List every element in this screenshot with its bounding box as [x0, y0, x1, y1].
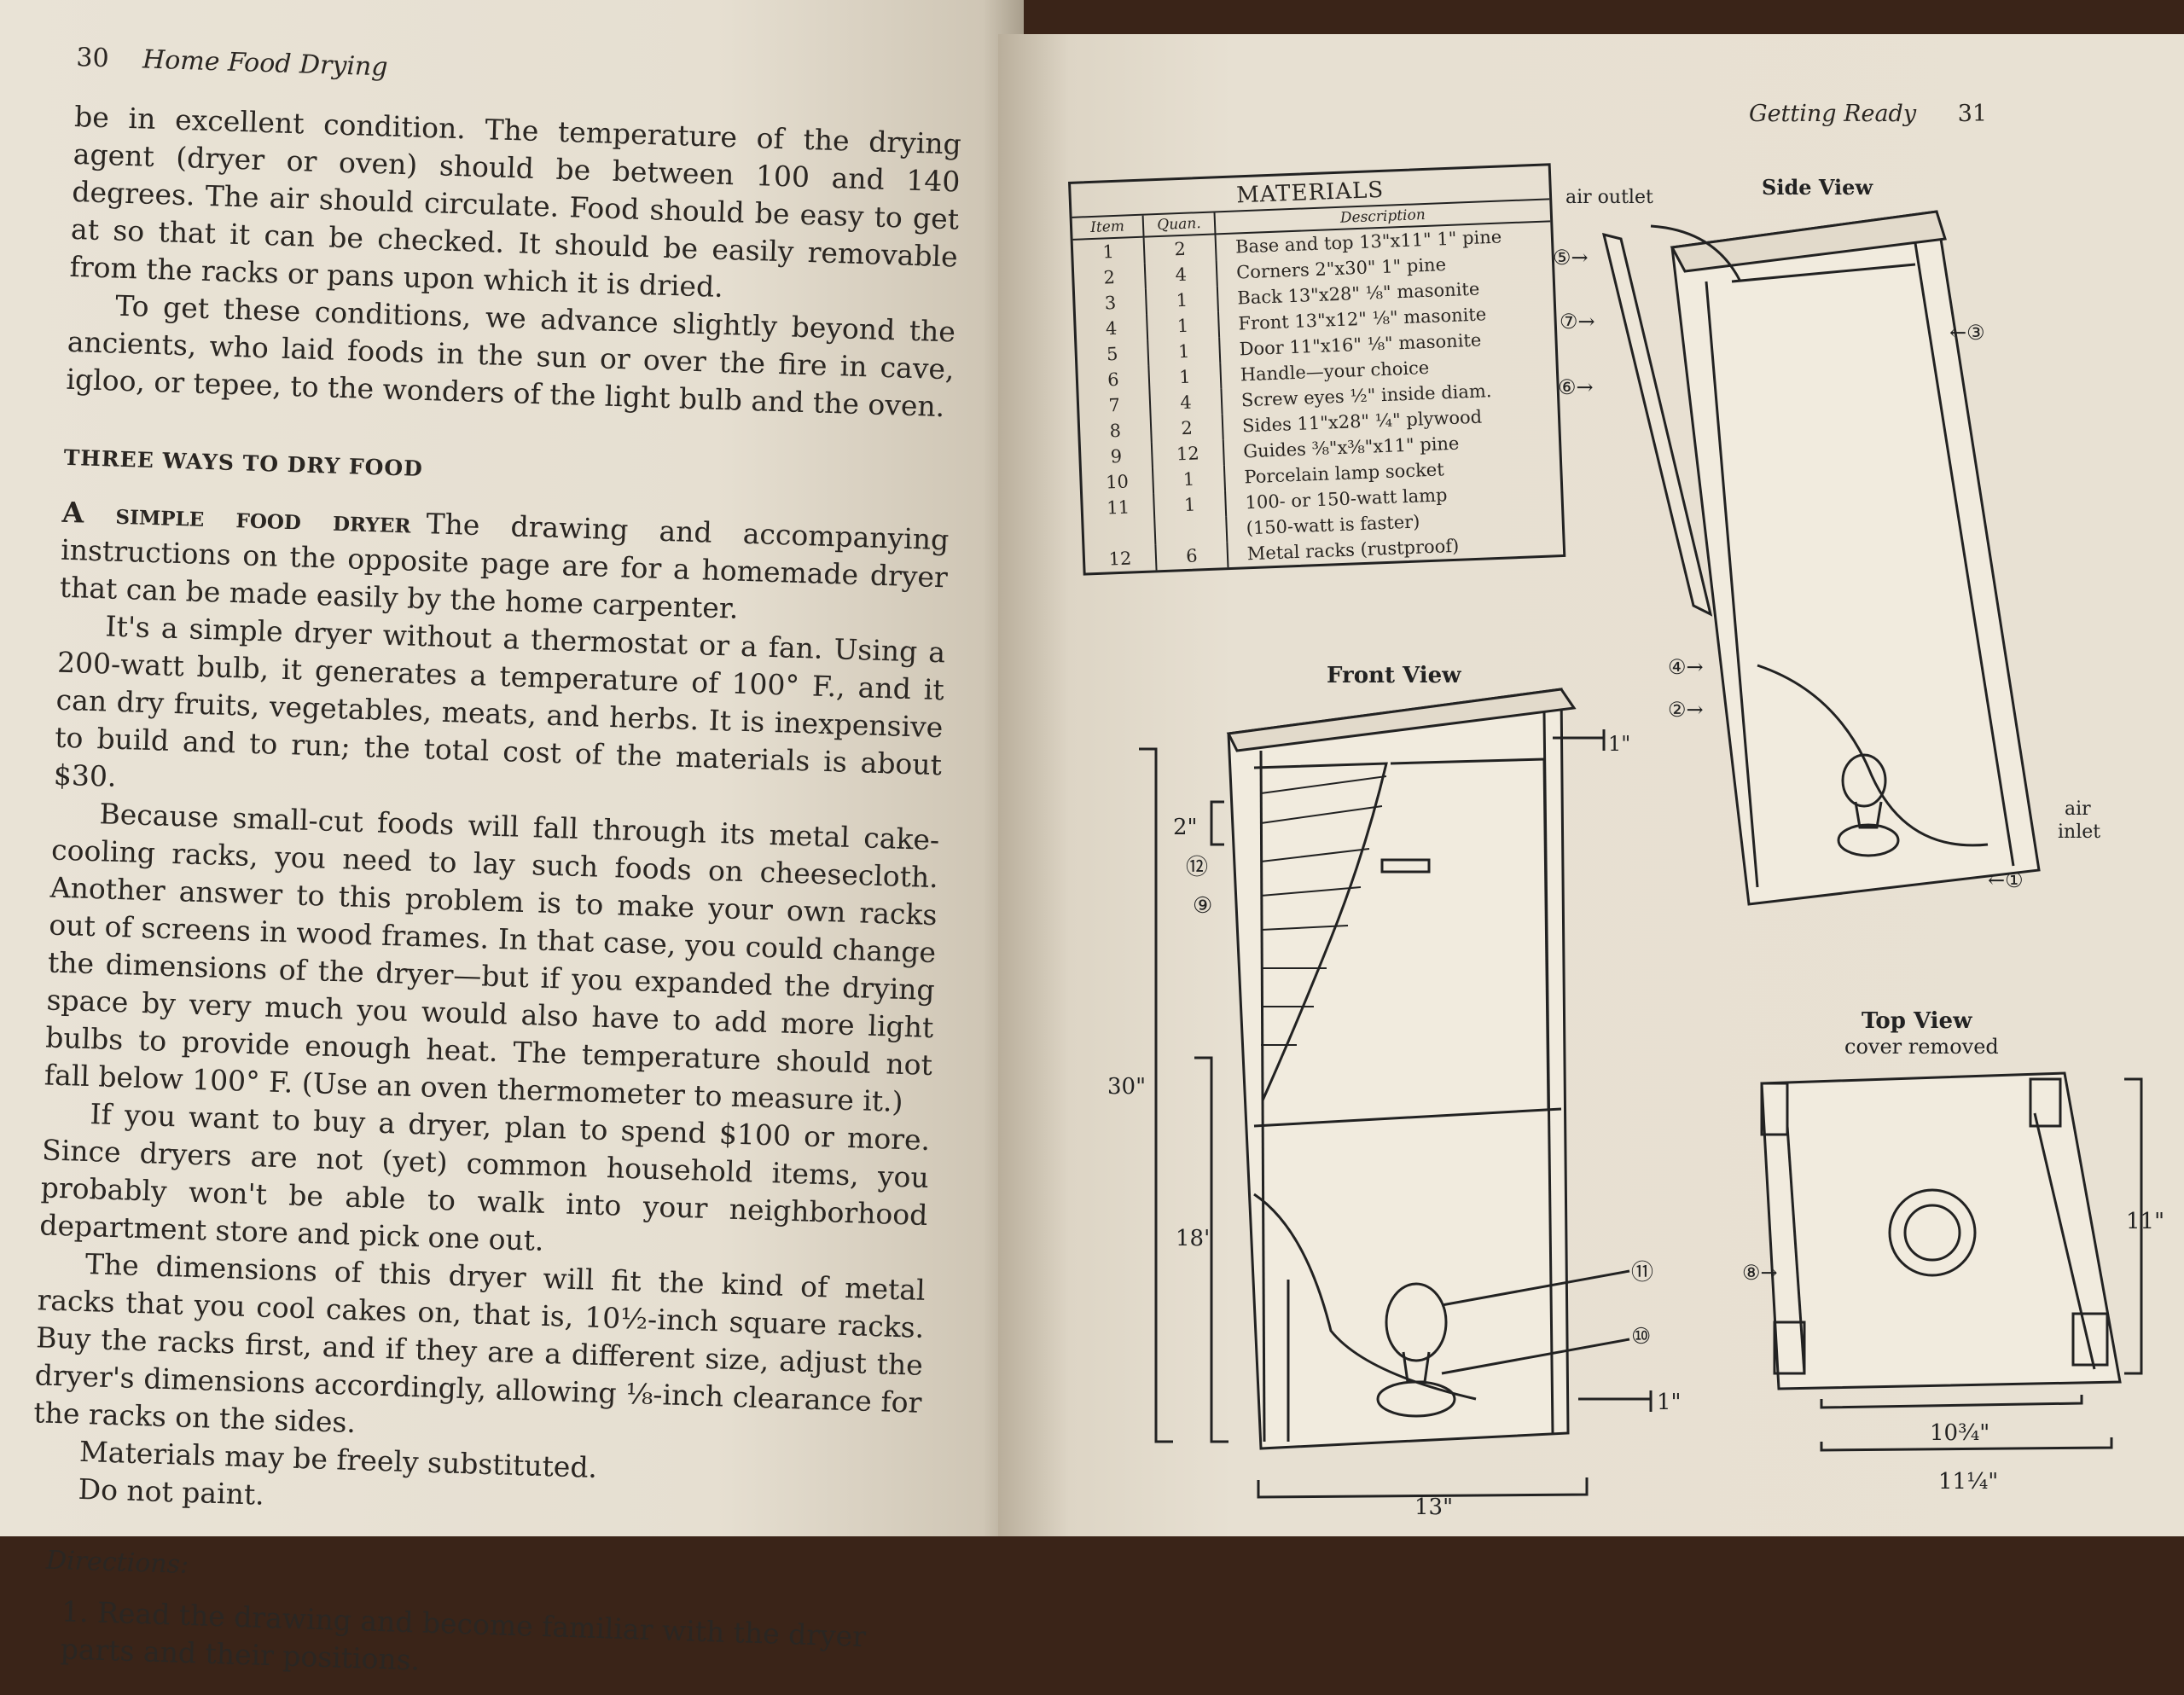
right-running-title: Getting Ready [1749, 101, 1917, 127]
front-dim-bottom: 1" [1657, 1390, 1682, 1415]
callout-1: ←① [1988, 868, 2024, 892]
side-view-drawing [1601, 210, 2041, 906]
top-view-title: Top View [1862, 1008, 1972, 1034]
front-view-drawing [1139, 688, 1653, 1499]
directions-heading: Directions: [45, 1545, 189, 1580]
left-page [0, 0, 1024, 1536]
top-dim-inner: 10¾" [1930, 1420, 1989, 1446]
callout-6: ⑥→ [1558, 375, 1594, 399]
front-dim-rack-gap: 2" [1173, 815, 1198, 840]
callout-9: ⑨ [1193, 893, 1212, 919]
front-dim-width: 13" [1414, 1495, 1453, 1520]
callout-8: ⑧→ [1742, 1261, 1778, 1285]
callout-10: ⑩ [1631, 1324, 1651, 1350]
air-inlet-label-1: air [2065, 798, 2091, 820]
side-view-title: Side View [1762, 175, 1873, 200]
top-view-drawing [1760, 1071, 2143, 1452]
callout-7: ⑦→ [1560, 310, 1595, 334]
top-dim-side: 11" [2126, 1209, 2164, 1234]
direction-item: 1. Read the drawing and become familiar … [60, 1594, 867, 1677]
right-running-head: Getting Ready 31 [1749, 101, 1987, 127]
callout-11: ⑪ [1631, 1260, 1653, 1286]
right-page-number: 31 [1957, 101, 1988, 127]
air-outlet-label: air outlet [1565, 187, 1653, 208]
front-dim-top: 1" [1608, 732, 1630, 756]
callout-4: ④→ [1668, 655, 1704, 679]
front-dim-lower: 18" [1176, 1226, 1214, 1251]
front-view-title: Front View [1327, 663, 1461, 688]
callout-3: ←③ [1949, 321, 1985, 345]
dryer-drawings: Front View 1" 2" 30" 18" 1" 13" ⑫ ⑨ ⑪ ⑩ … [1107, 175, 2164, 1520]
air-inlet-label-2: inlet [2058, 821, 2100, 843]
callout-2: ②→ [1668, 698, 1704, 722]
top-dim-outer: 11¼" [1938, 1469, 1998, 1495]
front-dim-height: 30" [1107, 1074, 1146, 1100]
callout-5: ⑤→ [1553, 246, 1589, 270]
callout-12: ⑫ [1186, 855, 1208, 880]
top-view-subtitle: cover removed [1844, 1035, 1999, 1059]
